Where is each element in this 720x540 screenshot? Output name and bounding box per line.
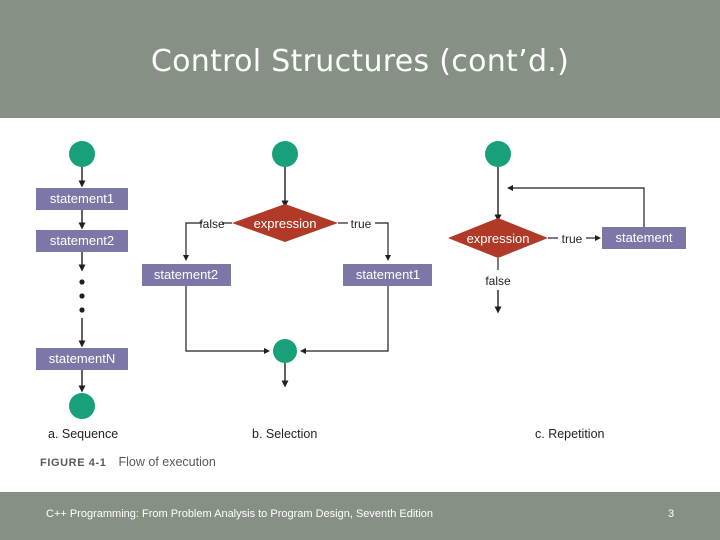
selection-edge-false-to-statement2 [183, 222, 202, 261]
repetition-start-node [485, 141, 511, 167]
repetition-box-statement-label: statement [615, 230, 672, 245]
selection-box-statement1-label: statement1 [356, 267, 420, 282]
selection-label-false: false [199, 217, 225, 231]
repetition-decision-diamond [448, 218, 548, 258]
repetition-label-true: true [562, 232, 583, 246]
page-title: Control Structures (cont’d.) [150, 44, 570, 79]
panel-sequence: statement1 statement2 statementN a. Sequ… [36, 141, 128, 441]
sequence-start-node [69, 141, 95, 167]
sequence-end-node [69, 393, 95, 419]
panel-caption-selection: b. Selection [252, 427, 317, 441]
sequence-ellipsis [79, 279, 85, 313]
figure-caption-number: FIGURE 4-1 [40, 457, 107, 469]
figure-caption: FIGURE 4-1 Flow of execution [40, 453, 216, 471]
sequence-box-statementN-label: statementN [49, 351, 115, 366]
panel-caption-sequence: a. Sequence [48, 427, 118, 441]
panel-repetition: expression true statement false c. Repet… [448, 141, 686, 441]
sequence-box-statement2-label: statement2 [50, 233, 114, 248]
sequence-box-statementN [36, 348, 128, 370]
selection-box-statement2-label: statement2 [154, 267, 218, 282]
footer-book-title: C++ Programming: From Problem Analysis t… [46, 508, 433, 520]
flowchart-svg: statement1 statement2 statementN a. Sequ… [36, 141, 686, 441]
panel-caption-repetition: c. Repetition [535, 427, 605, 441]
selection-decision-label: expression [254, 216, 317, 231]
selection-decision-diamond [232, 204, 338, 242]
repetition-decision-label: expression [467, 231, 530, 246]
selection-start-node [272, 141, 298, 167]
selection-box-statement1 [343, 264, 432, 286]
selection-label-true: true [351, 217, 372, 231]
sequence-box-statement2 [36, 230, 128, 252]
selection-box-statement2 [142, 264, 231, 286]
repetition-edge-loop-back [507, 185, 645, 227]
footer-page-number: 3 [668, 508, 675, 520]
selection-edge-statement2-to-merge [185, 286, 270, 354]
sequence-box-statement1 [36, 188, 128, 210]
slide-header-banner [0, 0, 720, 118]
selection-merge-node [273, 339, 297, 363]
repetition-box-statement [602, 227, 686, 249]
panel-selection: expression false statement2 true stateme… [142, 141, 432, 441]
figure-caption-title: Flow of execution [118, 455, 216, 469]
selection-edge-true-to-statement1 [375, 222, 391, 261]
selection-edge-statement1-to-merge [300, 286, 389, 354]
slide-footer-banner [0, 492, 720, 540]
repetition-label-false: false [485, 274, 511, 288]
figure-flow-of-execution: statement1 statement2 statementN a. Sequ… [0, 118, 720, 492]
sequence-box-statement1-label: statement1 [50, 191, 114, 206]
